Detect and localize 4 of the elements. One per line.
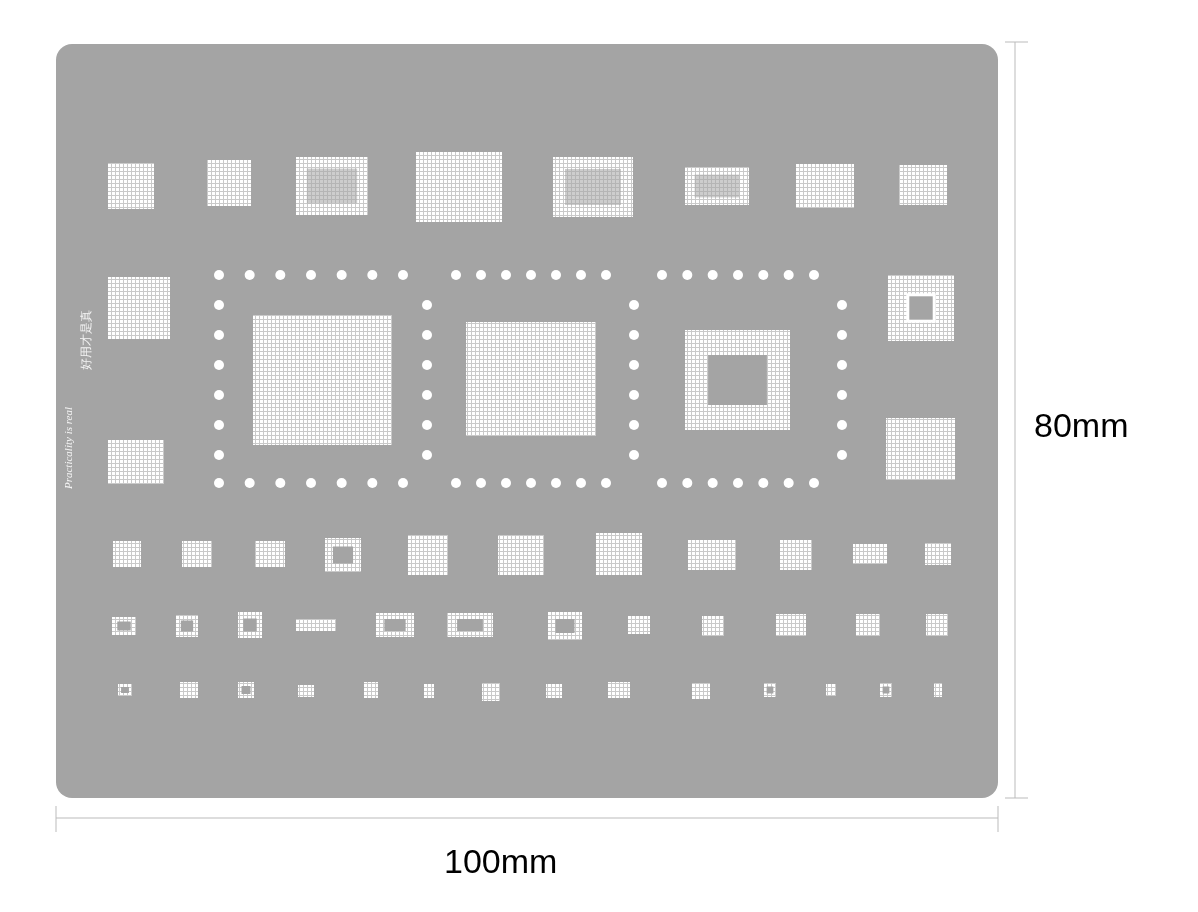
dimension-label: 80mm: [1034, 405, 1129, 446]
stencil-text: Practicality is real: [60, 406, 75, 490]
dimension-label: 100mm: [444, 841, 558, 882]
stencil-text: 好用才是真: [78, 310, 94, 370]
